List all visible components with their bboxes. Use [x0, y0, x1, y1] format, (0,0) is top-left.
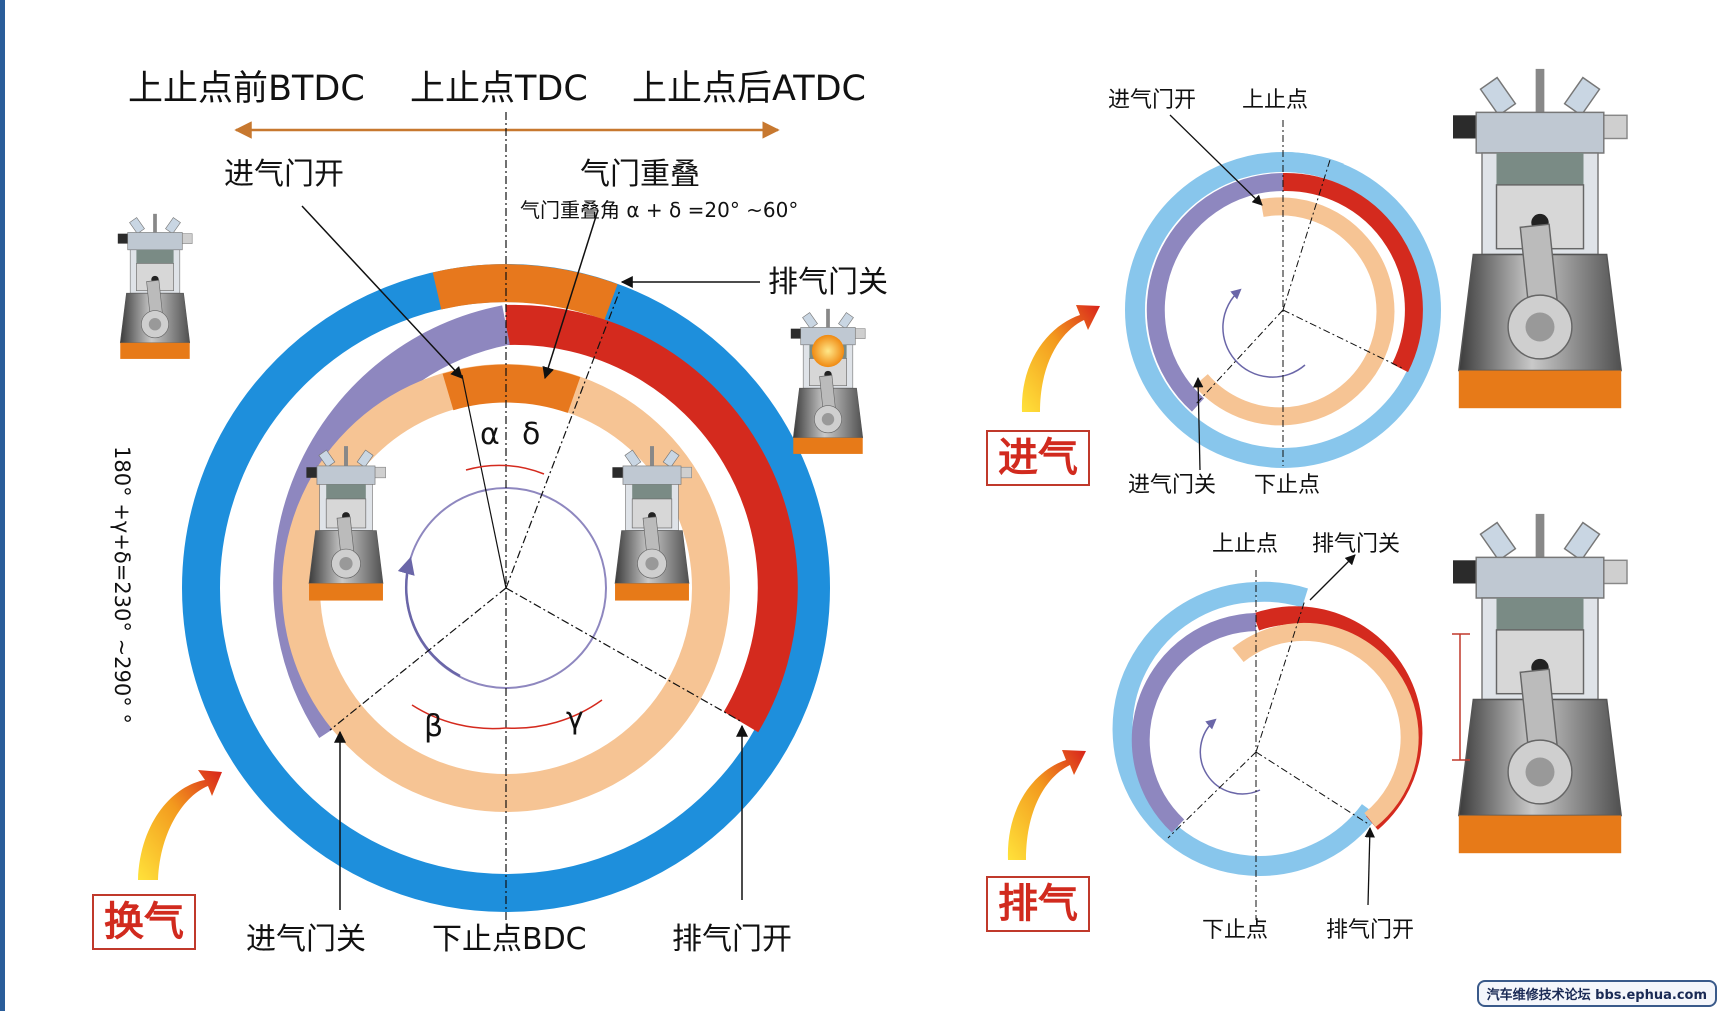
overlap-outer-arc — [432, 264, 618, 320]
engine-intake-large — [1452, 68, 1628, 409]
exhaust-purple-arc — [1131, 613, 1257, 833]
label-beta: β — [424, 709, 444, 744]
label-atdc: 上止点后ATDC — [632, 69, 866, 109]
engine-topright — [790, 308, 866, 455]
exhaust-label-open: 排气门开 — [1326, 918, 1415, 943]
intake-label-bdc: 下止点 — [1254, 473, 1321, 498]
label-overlap: 气门重叠 — [580, 157, 700, 192]
overlap-inner-arc — [442, 364, 581, 414]
intake-purple-arc — [1146, 173, 1284, 412]
exhaust-stroke-arc — [505, 304, 798, 733]
exhaust-label-tdc: 上止点 — [1212, 532, 1279, 557]
label-gamma: γ — [566, 701, 584, 736]
flame-arrow-exhaust — [1007, 750, 1086, 860]
intake-label-tdc: 上止点 — [1242, 88, 1309, 113]
tag-gas-exchange: 换气 — [92, 894, 196, 950]
label-alpha: α — [480, 417, 500, 452]
exhaust-outer-ring — [1112, 582, 1379, 876]
flame-arrow-intake — [1021, 305, 1100, 412]
intake-label-close: 进气门关 — [1128, 473, 1217, 498]
intake-label-open: 进气门开 — [1108, 88, 1197, 113]
tag-exhaust: 排气 — [986, 876, 1090, 932]
flame-arrow-main — [138, 770, 222, 880]
label-tdc: 上止点TDC — [410, 69, 588, 109]
label-total-formula: 180° +γ+δ=230° ~290° ° — [110, 446, 134, 724]
engine-exhaust-large — [1452, 513, 1628, 854]
intake-peach-arc — [1194, 197, 1395, 426]
label-intake-open: 进气门开 — [224, 157, 344, 192]
label-exhaust-close: 排气门关 — [768, 265, 888, 300]
intake-red-arc — [1282, 172, 1423, 373]
exhaust-peach-arc — [1232, 622, 1419, 828]
label-btdc: 上止点前BTDC — [128, 69, 365, 109]
exhaust-label-close: 排气门关 — [1312, 532, 1401, 557]
forum-watermark: 汽车维修技术论坛 bbs.ephua.com — [1476, 980, 1717, 1007]
label-bdc: 下止点BDC — [432, 922, 587, 957]
label-overlap-formula: 气门重叠角 α + δ =20° ~60° — [520, 198, 799, 222]
exhaust-label-bdc: 下止点 — [1202, 918, 1269, 943]
label-intake-close: 进气门关 — [246, 922, 366, 957]
label-exhaust-open: 排气门开 — [672, 922, 792, 957]
tag-intake: 进气 — [986, 430, 1090, 486]
engine-topleft — [117, 213, 193, 360]
left-frame-border — [0, 0, 5, 1011]
label-delta: δ — [522, 417, 541, 452]
engine-inner-right — [612, 445, 692, 601]
